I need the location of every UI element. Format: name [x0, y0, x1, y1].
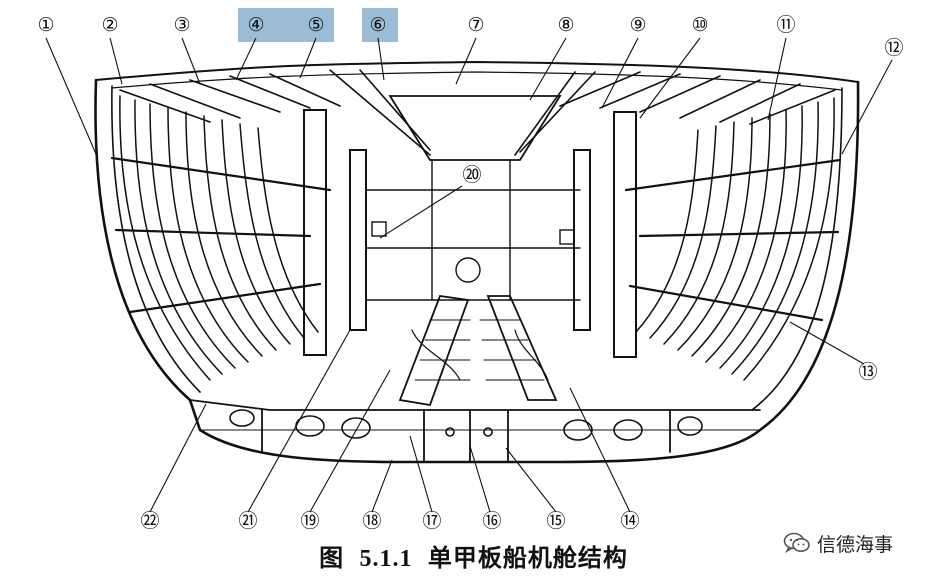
label-12: ⑫: [884, 37, 903, 59]
label-8: ⑧: [557, 14, 574, 36]
caption-number: 5.1.1: [359, 546, 413, 572]
label-1: ①: [37, 14, 54, 36]
label-13: ⑬: [858, 361, 877, 383]
label-20: ⑳: [462, 164, 481, 186]
label-19: ⑲: [300, 510, 319, 532]
label-10: ⑩: [691, 14, 708, 36]
label-22: ㉒: [140, 510, 159, 532]
deck-beams: [119, 69, 836, 156]
label-18: ⑱: [362, 510, 381, 532]
label-4: ④: [247, 14, 264, 36]
callout-labels: ① ② ③ ④ ⑤ ⑥ ⑦ ⑧ ⑨ ⑩ ⑪ ⑫ ⑬ ⑳ ⑭ ⑮ ⑯ ⑰ ⑱ ⑲ …: [37, 14, 903, 532]
watermark: 信德海事: [783, 526, 893, 560]
label-21: ㉑: [238, 510, 257, 532]
label-15: ⑮: [546, 510, 565, 532]
caption-title: 单甲板船机舱结构: [427, 543, 628, 572]
deck-edge: [95, 60, 859, 83]
engine-seatings: [398, 295, 558, 407]
lightening-holes: [229, 409, 703, 441]
label-6-highlight: [362, 8, 398, 42]
wechat-icon: [783, 532, 810, 554]
hull-section: [94, 60, 860, 464]
caption-prefix: 图: [319, 543, 345, 572]
label-5: ⑤: [307, 14, 324, 36]
label-6: ⑥: [369, 14, 386, 36]
label-11: ⑪: [776, 14, 795, 36]
side-frames-right: [635, 97, 835, 381]
side-stringers: [110, 156, 842, 322]
side-frames-left: [119, 95, 319, 381]
inner-shell: [111, 85, 843, 411]
label-17: ⑰: [422, 510, 441, 532]
outer-shell: [94, 78, 860, 464]
label-16: ⑯: [482, 510, 501, 532]
label-14: ⑭: [620, 510, 639, 532]
callout-lines: [45, 37, 893, 513]
engine-casing: [365, 95, 581, 301]
label-3: ③: [173, 14, 190, 36]
label-9: ⑨: [629, 14, 646, 36]
label-7: ⑦: [467, 14, 484, 36]
label-2: ②: [101, 14, 118, 36]
double-bottom: [189, 399, 761, 463]
figure-caption: 图 5.1.1 单甲板船机舱结构: [0, 538, 947, 573]
label-4-highlight: [238, 8, 334, 42]
watermark-text: 信德海事: [817, 533, 894, 556]
